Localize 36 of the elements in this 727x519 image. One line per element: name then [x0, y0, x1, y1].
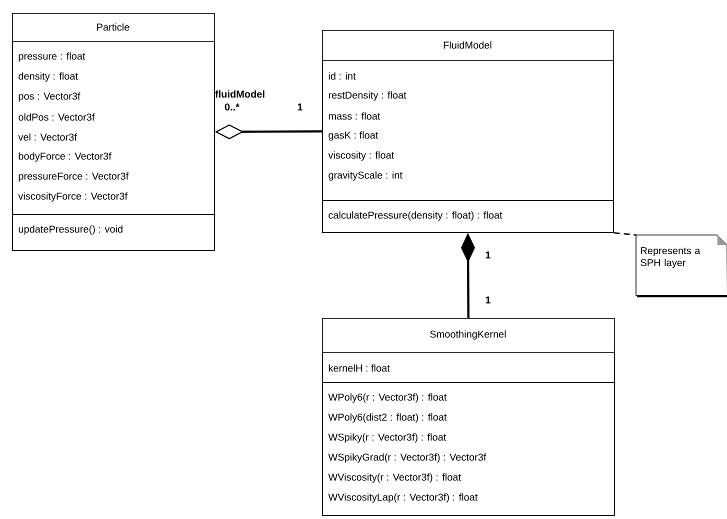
- member-text: pressure : float: [18, 52, 86, 62]
- member-text: calculatePressure(density : float) : float: [328, 211, 502, 221]
- compartment: [12, 214, 215, 251]
- member-text: WSpiky(r : Vector3f) : float: [328, 433, 446, 443]
- note: Represents a SPH layer: [636, 234, 727, 298]
- note-connector: [614, 232, 636, 236]
- member-text: oldPos : Vector3f: [18, 113, 95, 121]
- compartment: [322, 200, 614, 233]
- compartment: [322, 60, 614, 201]
- compartment: [12, 41, 215, 215]
- compartment: [322, 352, 615, 383]
- member-text: density : float: [18, 72, 78, 82]
- member-text: pressureForce : Vector3f: [18, 172, 129, 182]
- member-text: WPoly6(r : Vector3f) : float: [328, 393, 447, 403]
- member-text: viscosity : float: [328, 151, 394, 161]
- member-text: vel : Vector3f: [18, 133, 77, 141]
- compartment: [322, 382, 615, 516]
- member-text: WPoly6(dist2 : float) : float: [328, 413, 447, 423]
- multiplicity: 1: [298, 104, 302, 110]
- member-text: pos : Vector3f: [18, 92, 80, 102]
- member-text: viscosityForce : Vector3f: [18, 192, 128, 202]
- member-text: gravityScale : int: [328, 171, 402, 181]
- member-text: bodyForce : Vector3f: [18, 152, 112, 162]
- member-text: id : int: [328, 72, 356, 80]
- member-text: WSpikyGrad(r : Vector3f) : Vector3f: [328, 453, 486, 463]
- role-label: fluidModel: [215, 90, 264, 98]
- member-text: WViscosity(r : Vector3f) : float: [328, 473, 461, 483]
- member-text: updatePressure() : void: [18, 225, 122, 235]
- multiplicity: 1: [486, 296, 491, 304]
- member-text: restDensity : float: [328, 91, 406, 101]
- member-text: mass : float: [328, 112, 380, 120]
- member-text: WViscosityLap(r : Vector3f) : float: [328, 493, 478, 503]
- multiplicity: 0..*: [224, 103, 240, 111]
- multiplicity: 1: [486, 252, 491, 258]
- member-text: gasK : float: [328, 131, 378, 141]
- member-text: kernelH : float: [328, 364, 390, 372]
